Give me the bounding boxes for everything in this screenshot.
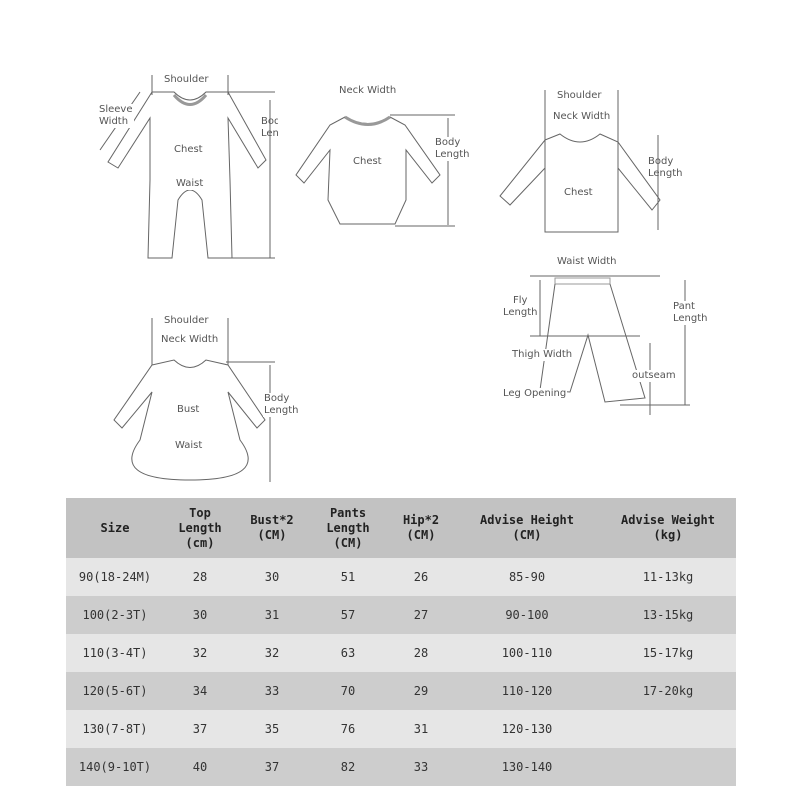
top-chest-label: Chest bbox=[563, 187, 594, 199]
bodysuit-chest-label: Chest bbox=[352, 156, 383, 168]
cell-advise-weight bbox=[600, 710, 736, 748]
cell-hip: 33 bbox=[388, 748, 454, 786]
cell-hip: 26 bbox=[388, 558, 454, 596]
cell-pants-length: 63 bbox=[308, 634, 388, 672]
dress-body-length-label: Body Length bbox=[263, 393, 300, 417]
cell-hip: 28 bbox=[388, 634, 454, 672]
cell-bust: 33 bbox=[236, 672, 308, 710]
top-body-length-label: Body Length bbox=[648, 156, 683, 179]
cell-advise-height: 120-130 bbox=[454, 710, 600, 748]
cell-top-length: 32 bbox=[164, 634, 236, 672]
top-shoulder-label: Shoulder bbox=[556, 90, 603, 102]
dress-shoulder-label: Shoulder bbox=[163, 315, 210, 327]
cell-bust: 30 bbox=[236, 558, 308, 596]
bodysuit-body-length-label: Body Length bbox=[434, 137, 471, 161]
bodysuit-neck-width-label: Neck Width bbox=[338, 85, 398, 97]
cell-pants-length: 76 bbox=[308, 710, 388, 748]
cell-bust: 35 bbox=[236, 710, 308, 748]
top-drawing bbox=[499, 90, 661, 233]
dress-drawing bbox=[113, 318, 275, 482]
cell-pants-length: 51 bbox=[308, 558, 388, 596]
cell-size: 90(18-24M) bbox=[66, 558, 164, 596]
header-advise-weight: Advise Weight (kg) bbox=[600, 498, 736, 558]
pants-outseam-label: outseam bbox=[631, 370, 677, 382]
dress-waist-label: Waist bbox=[174, 440, 204, 452]
garment-diagrams bbox=[99, 75, 690, 482]
cell-bust: 31 bbox=[236, 596, 308, 634]
cell-top-length: 34 bbox=[164, 672, 236, 710]
bodysuit-drawing bbox=[295, 114, 455, 227]
cell-size: 100(2-3T) bbox=[66, 596, 164, 634]
pants-thigh-width-label: Thigh Width bbox=[511, 349, 574, 361]
pants-leg-opening-label: Leg Opening bbox=[502, 388, 568, 400]
cell-pants-length: 70 bbox=[308, 672, 388, 710]
cell-advise-weight: 13-15kg bbox=[600, 596, 736, 634]
cell-advise-height: 100-110 bbox=[454, 634, 600, 672]
dress-neck-width-label: Neck Width bbox=[160, 334, 220, 346]
cell-hip: 31 bbox=[388, 710, 454, 748]
cell-advise-height: 130-140 bbox=[454, 748, 600, 786]
romper-chest-label: Chest bbox=[173, 144, 204, 156]
romper-shoulder-label: Shoulder bbox=[163, 74, 210, 86]
top-neck-width-label: Neck Width bbox=[552, 111, 612, 123]
cell-advise-weight: 17-20kg bbox=[600, 672, 736, 710]
cell-top-length: 30 bbox=[164, 596, 236, 634]
cell-top-length: 37 bbox=[164, 710, 236, 748]
header-bust: Bust*2 (CM) bbox=[236, 498, 308, 558]
cell-hip: 27 bbox=[388, 596, 454, 634]
cell-pants-length: 57 bbox=[308, 596, 388, 634]
dress-bust-label: Bust bbox=[176, 404, 201, 416]
cell-advise-height: 90-100 bbox=[454, 596, 600, 634]
cell-advise-weight: 15-17kg bbox=[600, 634, 736, 672]
romper-waist-label: Waist bbox=[175, 178, 205, 190]
cell-advise-weight bbox=[600, 748, 736, 786]
pants-waist-width-label: Waist Width bbox=[556, 256, 618, 268]
cell-advise-height: 110-120 bbox=[454, 672, 600, 710]
cell-bust: 32 bbox=[236, 634, 308, 672]
cell-size: 140(9-10T) bbox=[66, 748, 164, 786]
table-header-row: Size Top Length (cm) Bust*2 (CM) Pants L… bbox=[66, 498, 736, 558]
cell-size: 120(5-6T) bbox=[66, 672, 164, 710]
header-advise-height: Advise Height (CM) bbox=[454, 498, 600, 558]
header-size: Size bbox=[66, 498, 164, 558]
romper-drawing bbox=[99, 75, 275, 259]
romper-body-length-label: Body Length bbox=[261, 116, 278, 139]
header-pants-length: Pants Length (CM) bbox=[308, 498, 388, 558]
cell-top-length: 28 bbox=[164, 558, 236, 596]
pants-drawing bbox=[530, 275, 690, 415]
cell-advise-height: 85-90 bbox=[454, 558, 600, 596]
cell-top-length: 40 bbox=[164, 748, 236, 786]
cell-advise-weight: 11-13kg bbox=[600, 558, 736, 596]
romper-sleeve-width-label: Sleeve Width bbox=[98, 104, 134, 128]
header-top-length: Top Length (cm) bbox=[164, 498, 236, 558]
cell-bust: 37 bbox=[236, 748, 308, 786]
pants-pant-length-label: Pant Length bbox=[672, 301, 709, 325]
cell-hip: 29 bbox=[388, 672, 454, 710]
header-hip: Hip*2 (CM) bbox=[388, 498, 454, 558]
cell-size: 130(7-8T) bbox=[66, 710, 164, 748]
size-chart-table: Size Top Length (cm) Bust*2 (CM) Pants L… bbox=[66, 498, 736, 786]
cell-size: 110(3-4T) bbox=[66, 634, 164, 672]
cell-pants-length: 82 bbox=[308, 748, 388, 786]
pants-fly-length-label: Fly Length bbox=[502, 295, 539, 319]
